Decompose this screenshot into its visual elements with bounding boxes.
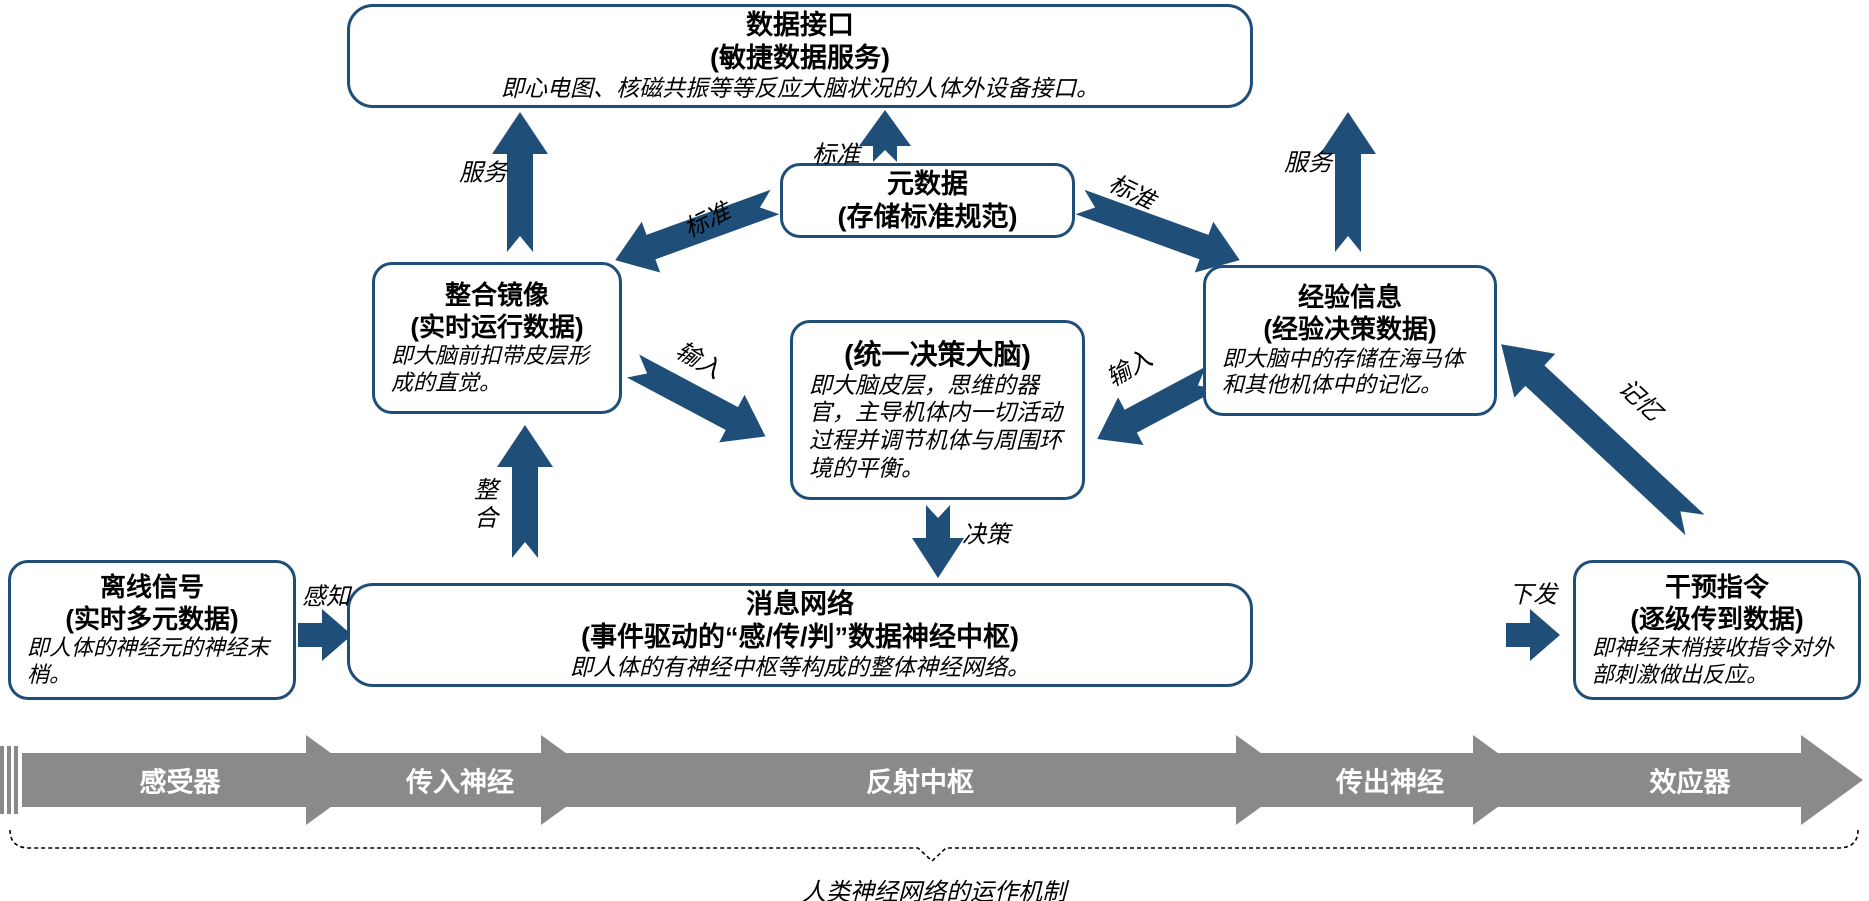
box-desc: 即大脑皮层，思维的器官，主导机体内一切活动过程并调节机体与周围环境的平衡。 <box>809 371 1062 481</box>
arrow-standard-left <box>615 189 780 273</box>
band-start-stripe <box>0 746 4 814</box>
box-command: 干预指令 (逐级传到数据) 即神经末梢接收指令对外部刺激做出反应。 <box>1573 560 1861 700</box>
box-desc: 即大脑前扣带皮层形成的直觉。 <box>391 343 590 395</box>
box-desc: 即心电图、核磁共振等等反应大脑状况的人体外设备接口。 <box>501 75 1099 102</box>
box-subtitle: (逐级传到数据) <box>1630 603 1804 634</box>
label-perceive: 感知 <box>302 583 350 611</box>
box-desc: 即神经末梢接收指令对外部刺激做出反应。 <box>1592 635 1835 687</box>
chevron-segment-effector <box>1481 735 1863 825</box>
box-title: 数据接口 <box>746 10 854 41</box>
chevron-label-afferent: 传入神经 <box>406 767 514 798</box>
box-subtitle: (事件驱动的“感/传/判”数据神经中枢) <box>581 622 1019 653</box>
box-title: 干预指令 <box>1664 571 1769 602</box>
box-title: 经验信息 <box>1297 282 1402 313</box>
box-title: (统一决策大脑) <box>844 338 1031 370</box>
box-subtitle: (实时运行数据) <box>410 311 584 342</box>
chevron-label-receptor: 感受器 <box>139 767 221 798</box>
arrow-serve-left <box>492 112 548 252</box>
arrow-decision-down <box>912 505 964 578</box>
chevron-segment-efferent <box>1244 735 1535 825</box>
box-subtitle: (存储标准规范) <box>837 201 1018 232</box>
chevron-label-efferent: 传出神经 <box>1336 767 1444 798</box>
arrow-integrate-up <box>497 425 553 558</box>
arrow-standard-up <box>859 110 911 162</box>
box-offline-signal: 离线信号 (实时多元数据) 即人体的神经元的神经末梢。 <box>8 560 296 700</box>
box-desc: 即人体的有神经中枢等构成的整体神经网络。 <box>570 654 1030 681</box>
box-title: 消息网络 <box>746 589 854 620</box>
box-data-interface: 数据接口 (敏捷数据服务) 即心电图、核磁共振等等反应大脑状况的人体外设备接口。 <box>347 4 1253 108</box>
chevron-segment-receptor <box>22 735 368 825</box>
box-desc: 即人体的神经元的神经末梢。 <box>27 635 270 687</box>
chevron-label-effector: 效应器 <box>1649 767 1731 798</box>
chevron-label-reflex: 反射中枢 <box>866 767 974 798</box>
chevron-segment-afferent <box>314 735 603 825</box>
box-metadata: 元数据 (存储标准规范) <box>780 163 1075 238</box>
box-subtitle: (经验决策数据) <box>1263 314 1437 345</box>
arrow-memory <box>1501 344 1705 536</box>
label-dispatch: 下发 <box>1509 581 1557 609</box>
arrow-standard-right <box>1075 189 1240 273</box>
arrow-input-right <box>1097 366 1219 446</box>
label-decision: 决策 <box>962 521 1010 549</box>
box-experience: 经验信息 (经验决策数据) 即大脑中的存储在海马体和其他机体中的记忆。 <box>1203 265 1497 416</box>
arrow-dispatch <box>1506 609 1560 661</box>
box-subtitle: (实时多元数据) <box>65 603 239 634</box>
bottom-brace <box>9 829 1859 863</box>
bottom-caption: 人类神经网络的运作机制 <box>802 879 1066 901</box>
box-mirror: 整合镜像 (实时运行数据) 即大脑前扣带皮层形成的直觉。 <box>372 262 622 414</box>
band-start-stripe <box>7 746 11 814</box>
chevron-segment-reflex <box>549 735 1298 825</box>
band-start-stripe <box>14 746 18 814</box>
box-title: 整合镜像 <box>444 279 549 310</box>
arrow-serve-right <box>1320 112 1376 252</box>
arrow-input-left <box>626 354 766 443</box>
arrow-perceive <box>298 609 352 661</box>
box-title: 离线信号 <box>99 571 204 602</box>
box-brain: (统一决策大脑) 即大脑皮层，思维的器官，主导机体内一切活动过程并调节机体与周围… <box>790 320 1085 500</box>
box-subtitle: (敏捷数据服务) <box>710 43 890 74</box>
box-message-network: 消息网络 (事件驱动的“感/传/判”数据神经中枢) 即人体的有神经中枢等构成的整… <box>347 583 1253 687</box>
label-standard-up: 标准 <box>812 141 860 169</box>
label-integrate: 整合 <box>469 477 497 533</box>
label-serve-left: 服务 <box>459 159 507 187</box>
box-desc: 即大脑中的存储在海马体和其他机体中的记忆。 <box>1222 345 1465 398</box>
label-serve-right: 服务 <box>1284 149 1332 177</box>
box-title: 元数据 <box>887 168 968 199</box>
